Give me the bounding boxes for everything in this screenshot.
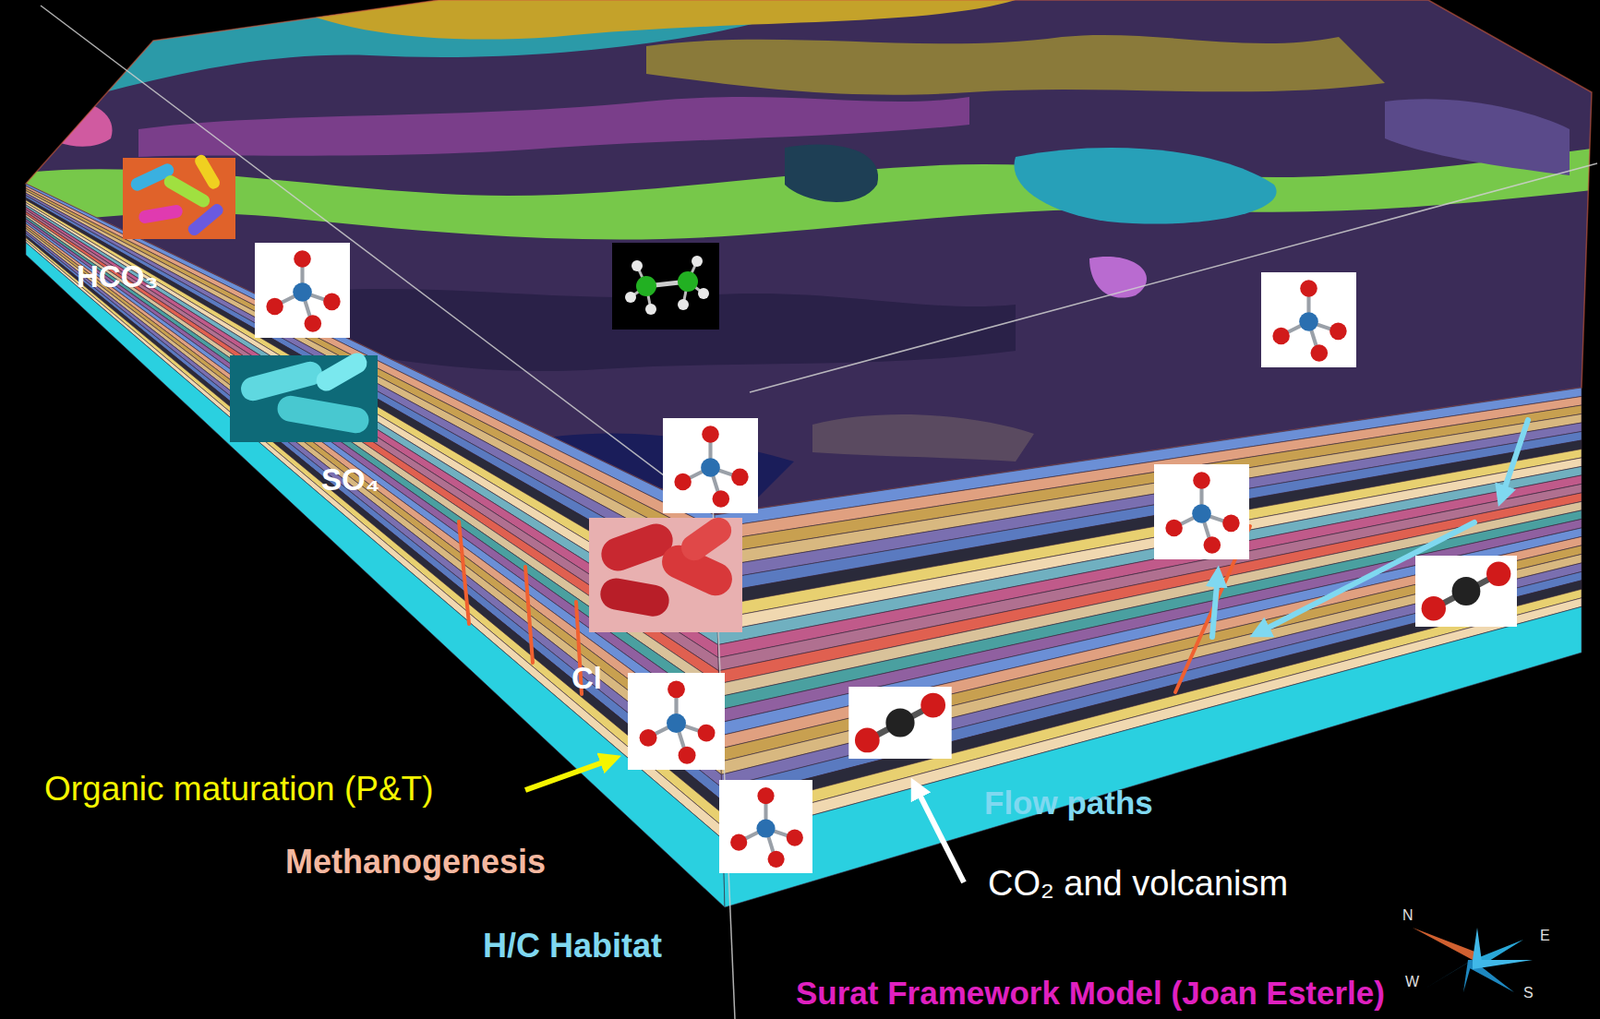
compass-letter: E	[1539, 928, 1551, 945]
grid-line	[40, 5, 710, 510]
co2-icon	[1415, 555, 1517, 627]
surface-patch	[1089, 256, 1147, 299]
surface-patch	[784, 144, 879, 203]
bacteria-image	[229, 348, 378, 443]
molecule-icon	[254, 242, 350, 338]
surface-patch	[36, 98, 113, 146]
flow-arrow	[1501, 420, 1528, 499]
process-label: H/C Habitat	[482, 928, 662, 964]
co2-icon	[848, 686, 951, 759]
process-label: Methanogenesis	[285, 844, 546, 880]
strata-faces	[25, 183, 1582, 908]
surface-patch	[646, 35, 1385, 96]
pointer-arrow	[914, 785, 964, 883]
ion-label: SO₄	[321, 464, 380, 497]
bacteria-image	[122, 153, 236, 240]
fault-line	[458, 521, 470, 625]
surface-patch	[812, 414, 1035, 462]
molecule-icon	[1154, 464, 1250, 560]
ion-label: Cl	[571, 662, 602, 696]
surface-patch	[1384, 98, 1570, 176]
process-label: Organic maturation (P&T)	[44, 771, 434, 808]
strata-band	[25, 230, 722, 788]
flow-arrow	[1257, 522, 1475, 634]
compass-letter: S	[1523, 986, 1534, 1002]
molecule-icon	[662, 418, 758, 514]
strata-band	[722, 606, 1582, 908]
strata-band	[25, 221, 721, 736]
compass-letter: W	[1405, 974, 1420, 991]
molecule-icon	[627, 673, 725, 770]
strata-band	[25, 209, 719, 672]
bacteria-image	[589, 512, 743, 633]
strata-band	[25, 216, 721, 710]
strata-band	[722, 598, 1582, 841]
strata-band	[25, 218, 721, 723]
ion-label: HCO₃	[76, 261, 159, 294]
strata-band	[25, 226, 722, 762]
process-label: CO₂ and volcanism	[987, 866, 1288, 903]
surface-patch	[1013, 147, 1276, 225]
pointer-arrow	[525, 758, 614, 791]
molecule-icon	[719, 780, 813, 874]
grid-line	[749, 163, 1598, 393]
caption: Surat Framework Model (Joan Esterle)	[795, 976, 1385, 1011]
compass-letter: N	[1402, 908, 1414, 925]
compass-rose	[1412, 927, 1533, 993]
flow-arrow	[1212, 574, 1218, 638]
fault-line	[525, 566, 533, 663]
process-label: Flow paths	[984, 786, 1154, 821]
surface-patch	[276, 0, 1016, 40]
strata-band	[25, 186, 716, 542]
molecule-icon	[1261, 272, 1357, 368]
ethane-icon	[612, 242, 720, 330]
strata-band	[25, 207, 719, 659]
